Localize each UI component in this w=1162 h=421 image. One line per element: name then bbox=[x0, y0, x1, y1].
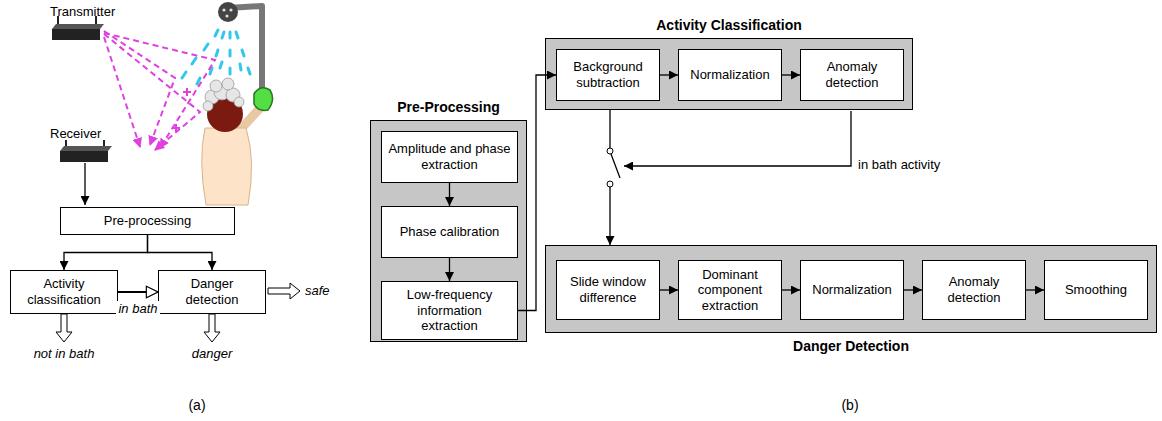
process-box: Normalization bbox=[678, 49, 782, 101]
box-label: Amplitude and phase extraction bbox=[388, 141, 511, 172]
annotation-label: not in bath bbox=[34, 346, 95, 362]
flow-arrow bbox=[782, 74, 800, 75]
annotation-label: in bath activity bbox=[858, 157, 940, 173]
wifi-signal-paths bbox=[104, 31, 215, 150]
process-box: Smoothing bbox=[1044, 260, 1148, 320]
flow-arrow bbox=[118, 291, 158, 293]
process-box: Activity classification bbox=[10, 270, 118, 314]
box-label: Normalization bbox=[690, 67, 769, 83]
box-label: Smoothing bbox=[1065, 282, 1127, 298]
module-panel: Activity ClassificationBackground subtra… bbox=[545, 38, 913, 110]
flow-arrow bbox=[782, 289, 800, 290]
subfigure-label: (b) bbox=[841, 397, 858, 414]
box-label: Phase calibration bbox=[400, 224, 500, 240]
box-label: Danger detection bbox=[165, 276, 259, 307]
process-box: Phase calibration bbox=[381, 206, 518, 258]
flow-arrow bbox=[518, 75, 556, 311]
annotation-label: Receiver bbox=[50, 126, 101, 142]
subfigure-label: (a) bbox=[188, 397, 205, 414]
process-box: Normalization bbox=[800, 260, 904, 320]
box-label: Background subtraction bbox=[563, 59, 653, 90]
box-label: Low-frequency information extraction bbox=[388, 287, 511, 334]
control-line bbox=[624, 111, 851, 166]
process-box: Danger detection bbox=[158, 270, 266, 314]
process-box: Background subtraction bbox=[556, 49, 660, 101]
annotation-label: safe bbox=[305, 283, 330, 299]
edge-label: in bath bbox=[116, 301, 159, 316]
process-box: Anomaly detection bbox=[800, 49, 904, 101]
process-box: Slide window difference bbox=[556, 260, 660, 320]
panel-heading: Activity Classification bbox=[546, 17, 912, 33]
box-label: Slide window difference bbox=[563, 274, 653, 305]
process-box: Amplitude and phase extraction bbox=[381, 131, 518, 183]
process-box: Dominant component extraction bbox=[678, 260, 782, 320]
signal-block-marks bbox=[172, 88, 191, 132]
module-panel: Pre-ProcessingAmplitude and phase extrac… bbox=[370, 120, 527, 342]
process-box: Pre-processing bbox=[60, 207, 235, 235]
panel-heading: Danger Detection bbox=[546, 338, 1156, 354]
box-label: Anomaly detection bbox=[929, 274, 1019, 305]
flow-arrow bbox=[64, 235, 148, 270]
module-panel: Danger DetectionSlide window differenceD… bbox=[545, 245, 1157, 333]
box-label: Dominant component extraction bbox=[685, 267, 775, 314]
person bbox=[202, 78, 273, 205]
box-label: Pre-processing bbox=[104, 213, 191, 229]
transmitter-router bbox=[52, 16, 104, 40]
flow-arrow bbox=[660, 289, 678, 290]
box-label: Activity classification bbox=[17, 276, 111, 307]
box-label: Anomaly detection bbox=[807, 59, 897, 90]
panel-heading: Pre-Processing bbox=[371, 99, 526, 115]
flow-arrow bbox=[1026, 289, 1044, 290]
flow-arrow bbox=[660, 74, 678, 75]
receiver-router bbox=[60, 140, 112, 162]
panel-grounds bbox=[370, 38, 1157, 342]
box-label: Normalization bbox=[812, 282, 891, 298]
annotation-label: Transmitter bbox=[50, 4, 115, 20]
process-box: Anomaly detection bbox=[922, 260, 1026, 320]
flow-arrow bbox=[449, 258, 450, 281]
flow-arrow bbox=[148, 235, 213, 270]
flow-arrow bbox=[904, 289, 922, 290]
receiver-arrow bbox=[84, 163, 85, 205]
flow-arrow bbox=[449, 183, 450, 206]
annotation-label: danger bbox=[192, 346, 232, 362]
process-box: Low-frequency information extraction bbox=[381, 281, 518, 340]
